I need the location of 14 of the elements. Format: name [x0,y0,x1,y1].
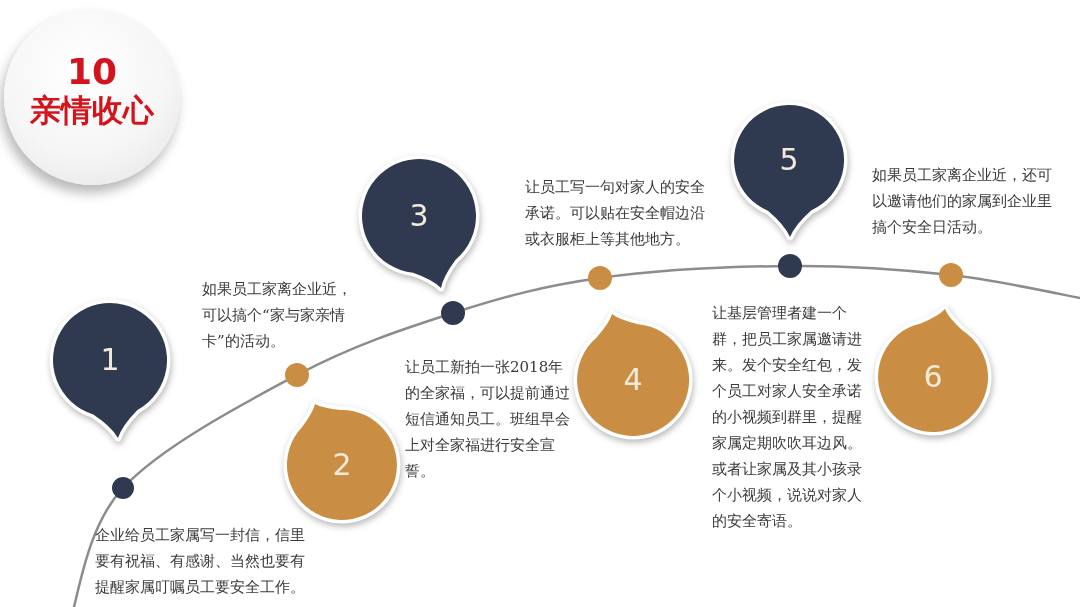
step-number: 2 [332,450,352,480]
step-description: 如果员工家离企业近，可以搞个“家与家亲情卡”的活动。 [202,279,353,352]
step-description: 让基层管理者建一个群，把员工家属邀请进来。发个安全红包，发个员工对家人安全承诺的小视频到群里，提醒家属定期吹吹耳边风。或者让家属及其小孩录个小视频，说说对家人的安全寄语。 [712,303,863,532]
step-number: 6 [923,362,943,392]
step-number: 1 [100,345,120,375]
step-number: 4 [623,365,643,395]
heading-text: 亲情收心 [30,92,154,129]
step-description: 企业给员工家属写一封信，信里要有祝福、有感谢、当然也要有提醒家属叮嘱员工要安全工作。 [95,525,306,598]
step-number: 5 [779,145,799,175]
step-description: 让员工写一句对家人的安全承诺。可以贴在安全帽边沿或衣服柜上等其他地方。 [525,177,706,250]
step-description: 让员工新拍一张2018年的全家福，可以提前通过短信通知员工。班组早会上对全家福进行安全宣誓。 [405,357,571,482]
step-description: 如果员工家离企业近，还可以邀请他们的家属到企业里搞个安全日活动。 [872,165,1053,238]
heading-number: 10 [66,51,118,93]
step-number: 3 [409,201,429,231]
